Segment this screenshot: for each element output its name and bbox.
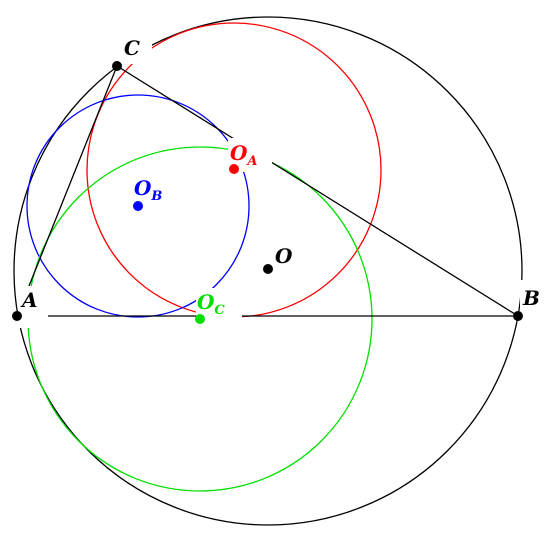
point-oa bbox=[229, 164, 239, 174]
blue-circle bbox=[26, 94, 250, 318]
point-c bbox=[112, 61, 122, 71]
label-a: A bbox=[20, 288, 38, 312]
label-ob-sub: B bbox=[150, 189, 162, 204]
label-oc: OC bbox=[197, 290, 225, 318]
label-ob-base: O bbox=[134, 176, 152, 200]
circumcircle bbox=[13, 16, 523, 526]
point-oc bbox=[195, 314, 205, 324]
point-o bbox=[263, 264, 273, 274]
label-oa-base: O bbox=[230, 141, 248, 165]
label-oc-sub: C bbox=[214, 303, 225, 318]
side-ca bbox=[16, 65, 118, 317]
point-a bbox=[12, 311, 22, 321]
point-ob bbox=[133, 201, 143, 211]
label-oc-base: O bbox=[197, 290, 215, 314]
side-bc bbox=[116, 65, 519, 317]
label-b: B bbox=[522, 286, 540, 310]
label-oa: OA bbox=[230, 141, 258, 169]
point-b bbox=[513, 311, 523, 321]
label-mask-a bbox=[18, 286, 48, 328]
label-o: O bbox=[275, 244, 293, 268]
label-mask-b bbox=[520, 280, 548, 312]
label-ob: OB bbox=[134, 176, 162, 204]
label-c: C bbox=[124, 36, 140, 60]
label-mask-c bbox=[118, 34, 152, 64]
label-oa-sub: A bbox=[245, 154, 257, 169]
